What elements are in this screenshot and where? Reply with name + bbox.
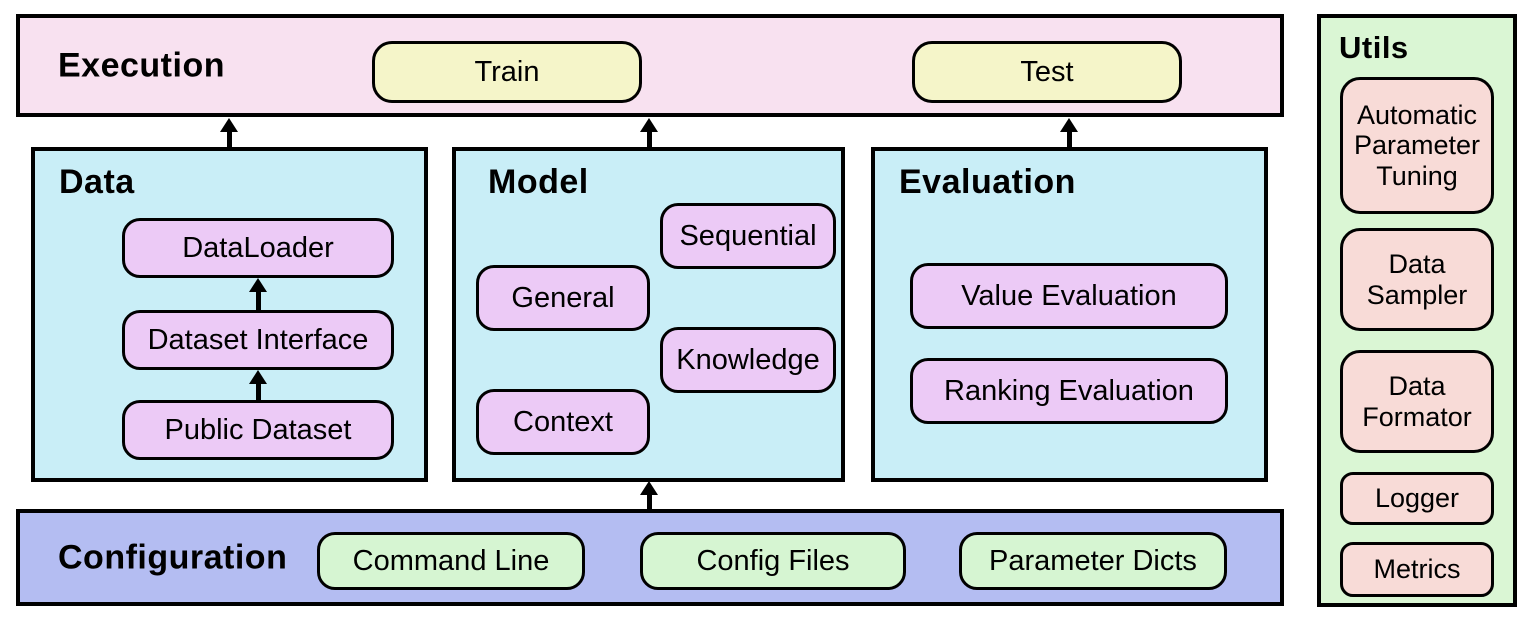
config-files-box: Config Files xyxy=(640,532,906,590)
automatic-parameter-tuning-box: Automatic Parameter Tuning xyxy=(1340,77,1494,214)
configuration-title: Configuration xyxy=(58,538,288,576)
arrow-data-to-execution-icon xyxy=(220,118,238,148)
data-panel: Data DataLoader Dataset Interface Public… xyxy=(31,147,428,482)
context-box: Context xyxy=(476,389,650,455)
data-sampler-box: Data Sampler xyxy=(1340,228,1494,331)
train-box: Train xyxy=(372,41,642,103)
execution-panel: Execution Train Test xyxy=(16,14,1284,117)
configuration-panel: Configuration Command Line Config Files … xyxy=(16,509,1284,606)
general-box: General xyxy=(476,265,650,331)
evaluation-panel: Evaluation Value Evaluation Ranking Eval… xyxy=(871,147,1268,482)
public-dataset-box: Public Dataset xyxy=(122,400,394,460)
arrow-evaluation-to-execution-icon xyxy=(1060,118,1078,148)
arrow-public-dataset-to-dataset-interface-icon xyxy=(249,370,267,400)
utils-panel: Utils Automatic Parameter Tuning Data Sa… xyxy=(1317,14,1517,607)
execution-title: Execution xyxy=(58,46,225,84)
ranking-evaluation-box: Ranking Evaluation xyxy=(910,358,1228,424)
dataset-interface-box: Dataset Interface xyxy=(122,310,394,370)
evaluation-title: Evaluation xyxy=(899,163,1076,201)
sequential-box: Sequential xyxy=(660,203,836,269)
arrow-dataset-interface-to-dataloader-icon xyxy=(249,278,267,310)
data-title: Data xyxy=(59,163,135,201)
arrow-model-to-execution-icon xyxy=(640,118,658,148)
parameter-dicts-box: Parameter Dicts xyxy=(959,532,1227,590)
metrics-box: Metrics xyxy=(1340,542,1494,597)
model-title: Model xyxy=(488,163,589,201)
dataloader-box: DataLoader xyxy=(122,218,394,278)
utils-title: Utils xyxy=(1339,30,1409,65)
arrow-configuration-to-model-icon xyxy=(640,481,658,510)
command-line-box: Command Line xyxy=(317,532,585,590)
data-formator-box: Data Formator xyxy=(1340,350,1494,453)
model-panel: Model Sequential General Knowledge Conte… xyxy=(452,147,845,482)
test-box: Test xyxy=(912,41,1182,103)
logger-box: Logger xyxy=(1340,472,1494,525)
value-evaluation-box: Value Evaluation xyxy=(910,263,1228,329)
knowledge-box: Knowledge xyxy=(660,327,836,393)
